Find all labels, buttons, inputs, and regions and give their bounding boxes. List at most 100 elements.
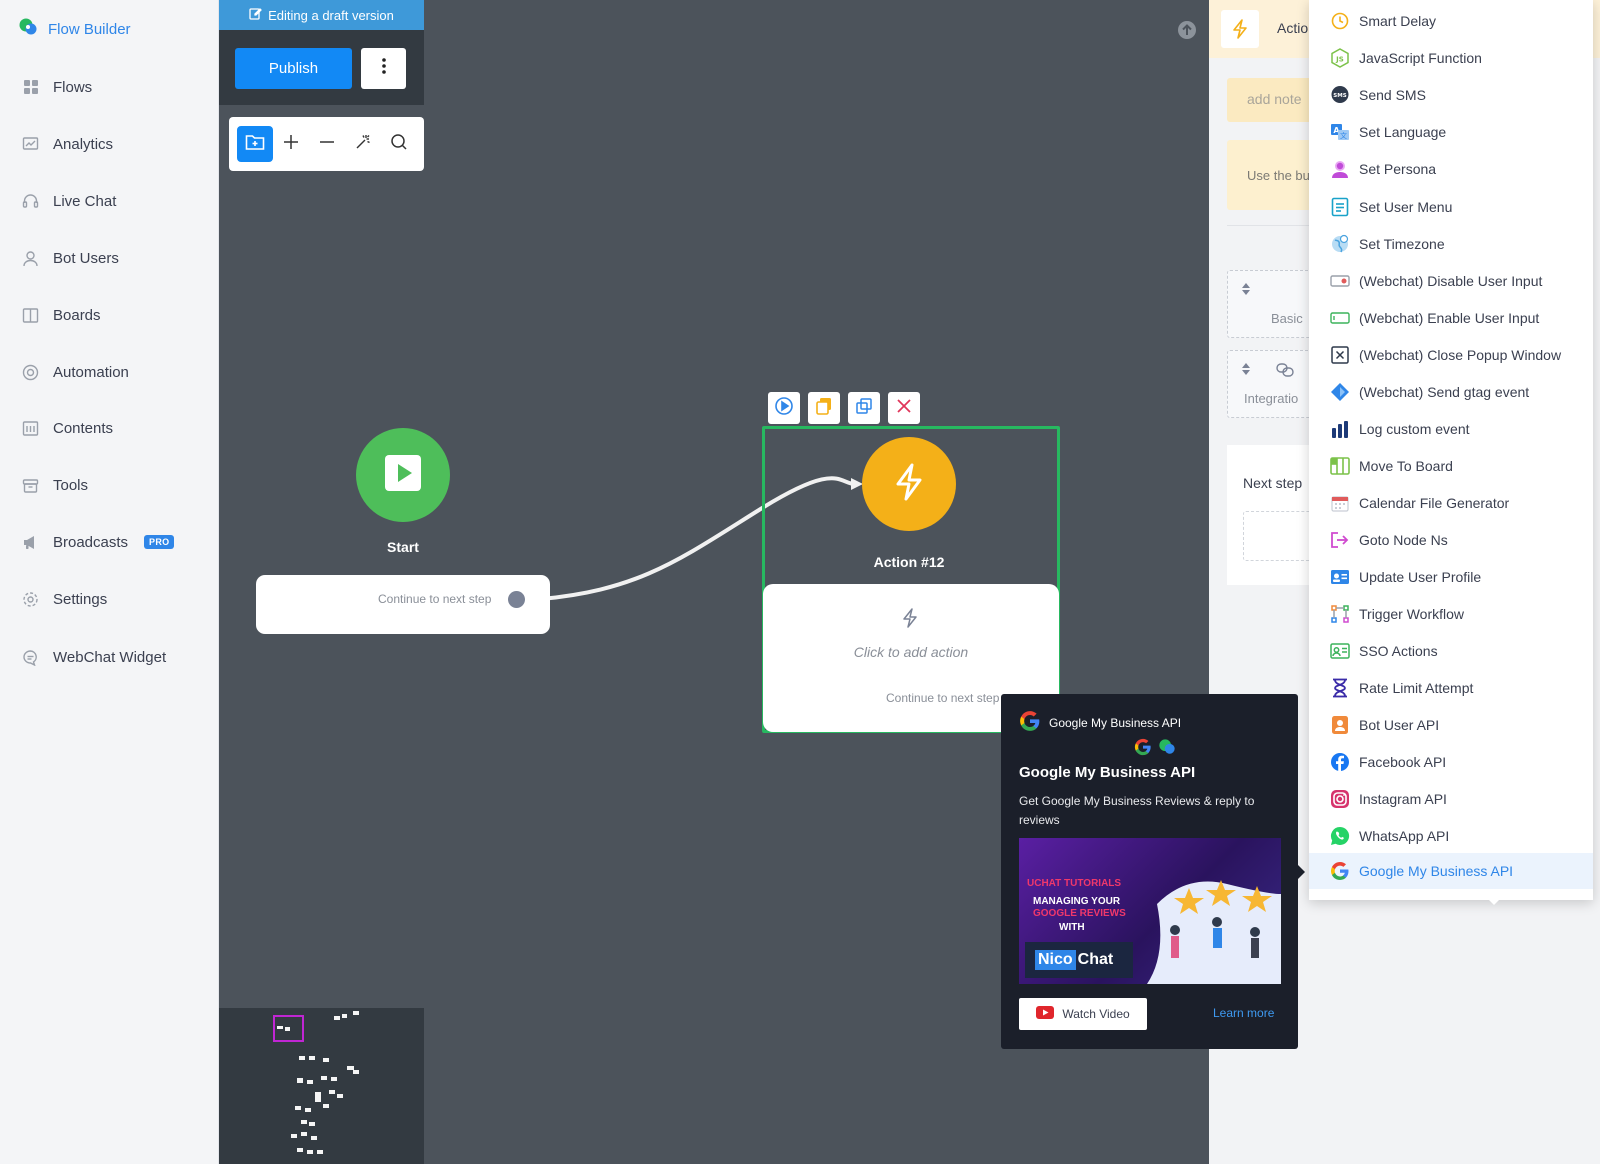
dropdown-item-label: Set Timezone — [1359, 236, 1445, 252]
search-button[interactable] — [381, 126, 417, 162]
dropdown-item-rate-limit-attempt[interactable]: Rate Limit Attempt — [1309, 670, 1593, 706]
integration-tooltip: Google My Business API Google My Busines… — [1001, 694, 1298, 1049]
connection-line — [540, 476, 863, 601]
more-options-button[interactable] — [361, 48, 406, 89]
dropdown-item-send-sms[interactable]: SMS Send SMS — [1309, 77, 1593, 113]
sidebar-item-flows[interactable]: Flows — [22, 75, 92, 99]
calendar-icon — [1330, 493, 1350, 513]
play-circle-icon — [774, 396, 794, 421]
continue-label: Continue to next step — [378, 592, 492, 606]
add-folder-button[interactable] — [237, 126, 273, 162]
video-brand-b: Chat — [1077, 951, 1114, 968]
chat-logo-icon — [1158, 738, 1176, 761]
dropdown-item-goto-node-ns[interactable]: Goto Node Ns — [1309, 522, 1593, 558]
brand[interactable]: Flow Builder — [18, 16, 131, 42]
svg-text:SMS: SMS — [1333, 93, 1346, 99]
google-icon — [1019, 710, 1041, 735]
sidebar-item-bot-users[interactable]: Bot Users — [22, 246, 119, 270]
auto-arrange-button[interactable] — [345, 126, 381, 162]
copy-node-button[interactable] — [808, 392, 840, 424]
dropdown-item-label: Bot User API — [1359, 717, 1440, 733]
sidebar-item-contents[interactable]: Contents — [22, 416, 113, 440]
dropdown-item-move-to-board[interactable]: Move To Board — [1309, 448, 1593, 484]
dropdown-item-sso-actions[interactable]: SSO Actions — [1309, 633, 1593, 669]
dropdown-item-set-persona[interactable]: Set Persona — [1309, 151, 1593, 187]
dropdown-item-label: Trigger Workflow — [1359, 606, 1465, 622]
dropdown-item-label: SSO Actions — [1359, 643, 1438, 659]
dropdown-item-update-user-profile[interactable]: Update User Profile — [1309, 559, 1593, 595]
magic-icon — [354, 133, 372, 156]
start-node[interactable] — [356, 428, 450, 522]
bar-chart-icon — [1330, 419, 1350, 439]
video-line-2: MANAGING YOUR — [1033, 896, 1121, 907]
delete-node-button[interactable] — [888, 392, 920, 424]
watch-video-button[interactable]: Watch Video — [1019, 998, 1147, 1030]
link-icon — [1276, 363, 1294, 380]
globe-icon — [1330, 234, 1350, 254]
output-port[interactable] — [508, 591, 525, 608]
minimap[interactable] — [219, 1008, 424, 1164]
dropdown-item-bot-user-api[interactable]: Bot User API — [1309, 707, 1593, 743]
dropdown-item-google-my-business-api[interactable]: Google My Business API — [1309, 853, 1593, 889]
dropdown-item-label: JavaScript Function — [1359, 50, 1482, 66]
sidebar-item-automation[interactable]: Automation — [22, 360, 129, 384]
dropdown-item-instagram-api[interactable]: Instagram API — [1309, 781, 1593, 817]
dropdown-item-send-gtag-event[interactable]: (Webchat) Send gtag event — [1309, 374, 1593, 410]
tooltip-title: Google My Business API — [1019, 764, 1196, 781]
tooltip-description: Get Google My Business Reviews & reply t… — [1019, 794, 1255, 827]
chat-logo-icon — [18, 17, 38, 42]
dropdown-item-label: (Webchat) Disable User Input — [1359, 273, 1543, 289]
publish-button[interactable]: Publish — [235, 48, 352, 89]
dropdown-item-whatsapp-api[interactable]: WhatsApp API — [1309, 818, 1593, 854]
sidebar-item-broadcasts[interactable]: Broadcasts PRO — [22, 530, 175, 554]
sidebar-item-tools[interactable]: Tools — [22, 473, 88, 497]
dropdown-item-close-popup-window[interactable]: (Webchat) Close Popup Window — [1309, 337, 1593, 373]
dropdown-item-log-custom-event[interactable]: Log custom event — [1309, 411, 1593, 447]
youtube-icon — [1036, 1006, 1055, 1022]
contents-icon — [22, 420, 39, 437]
upload-icon[interactable] — [1177, 20, 1197, 40]
sidebar-item-label: Contents — [53, 419, 114, 437]
sidebar-item-settings[interactable]: Settings — [22, 587, 107, 611]
zoom-out-button[interactable] — [309, 126, 345, 162]
dropdown-item-label: Set Persona — [1359, 161, 1437, 177]
lightning-outline-icon — [902, 608, 918, 633]
kebab-icon — [381, 58, 386, 79]
sidebar-item-analytics[interactable]: Analytics — [22, 132, 113, 156]
hourglass-icon — [1330, 678, 1350, 698]
video-line-4: WITH — [1059, 922, 1085, 933]
minimap-preview — [273, 1011, 359, 1154]
tooltip-header: Google My Business API — [1019, 710, 1181, 735]
add-action-placeholder[interactable]: Click to add action — [853, 644, 969, 660]
video-thumbnail[interactable]: UCHAT TUTORIALS MANAGING YOUR GOOGLE REV… — [1019, 838, 1281, 984]
sidebar-item-live-chat[interactable]: Live Chat — [22, 189, 116, 213]
publish-toolbar: Publish — [219, 30, 424, 105]
dropdown-item-enable-user-input[interactable]: (Webchat) Enable User Input — [1309, 300, 1593, 336]
sidebar-item-boards[interactable]: Boards — [22, 303, 101, 327]
sidebar-item-webchat-widget[interactable]: WebChat Widget — [22, 645, 166, 669]
dropdown-item-javascript-function[interactable]: JS JavaScript Function — [1309, 40, 1593, 76]
dropdown-item-trigger-workflow[interactable]: Trigger Workflow — [1309, 596, 1593, 632]
dropdown-item-disable-user-input[interactable]: (Webchat) Disable User Input — [1309, 263, 1593, 299]
dropdown-item-facebook-api[interactable]: Facebook API — [1309, 744, 1593, 780]
dropdown-item-label: WhatsApp API — [1359, 828, 1450, 844]
duplicate-node-button[interactable] — [848, 392, 880, 424]
lightning-icon — [892, 462, 926, 507]
dropdown-item-label: Goto Node Ns — [1359, 532, 1448, 548]
action-node[interactable] — [862, 437, 956, 531]
dropdown-item-calendar-file-generator[interactable]: Calendar File Generator — [1309, 485, 1593, 521]
zoom-in-button[interactable] — [273, 126, 309, 162]
action-panel-title: Actio — [1277, 20, 1309, 36]
run-node-button[interactable] — [768, 392, 800, 424]
dropdown-item-label: Update User Profile — [1359, 569, 1482, 585]
dropdown-item-smart-delay[interactable]: Smart Delay — [1309, 3, 1593, 39]
brand-label: Flow Builder — [48, 20, 131, 38]
dropdown-item-set-user-menu[interactable]: Set User Menu — [1309, 189, 1593, 225]
start-node-card[interactable]: Continue to next step — [256, 575, 550, 634]
input-enabled-icon — [1330, 308, 1350, 328]
divider — [1227, 225, 1327, 226]
dropdown-item-set-timezone[interactable]: Set Timezone — [1309, 226, 1593, 262]
sso-icon — [1330, 641, 1350, 661]
learn-more-link[interactable]: Learn more — [1213, 1006, 1275, 1020]
